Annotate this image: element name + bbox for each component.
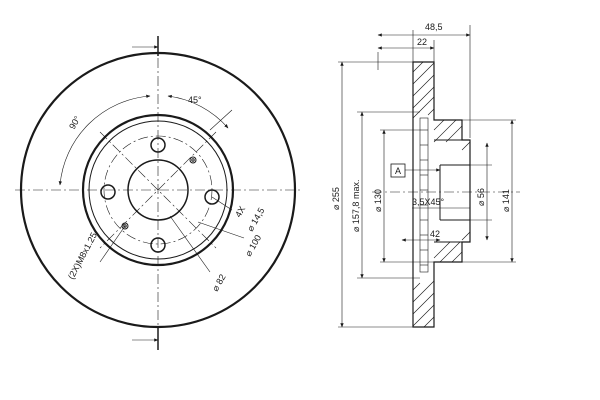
datum-label: A (395, 166, 401, 176)
bolt-hole-right (204, 189, 220, 205)
datum-box (390, 163, 406, 178)
thread-label: (2X)M8x1.25 (66, 231, 99, 281)
chamfer-label: 3,5X45° (412, 197, 445, 207)
dim-42-label: 42 (430, 229, 440, 239)
bolt-hole-top (150, 137, 166, 153)
center-bore-label: ⌀ 82 (210, 272, 228, 293)
dia-130-label: ⌀ 130 (373, 189, 383, 212)
vent-ribs (420, 129, 428, 266)
section-hatching (412, 61, 471, 328)
bolt-hole-bottom (150, 237, 166, 253)
dia-56-label: ⌀ 56 (476, 188, 486, 206)
section-view: 48,5 22 ⌀ 255 ⌀ 157,8 max. ⌀ 130 A 3,5X4… (331, 22, 520, 328)
bolt-hole-left (100, 184, 116, 200)
hole-count-label: 4X (233, 204, 247, 219)
max-dia-label: ⌀ 157,8 max. (351, 180, 361, 232)
front-view: 90° 45° (2X)M8x1.25 4X ⌀ 14,5 ⌀ 100 ⌀ 82 (15, 36, 300, 350)
hole-dia-label: ⌀ 14,5 (245, 206, 266, 233)
angle-45-label: 45° (188, 95, 202, 105)
bolt-circle-label: ⌀ 100 (243, 233, 263, 258)
thread-hole-a (189, 156, 197, 164)
total-width-label: 48,5 (425, 22, 443, 32)
thread-hole-b (121, 222, 129, 230)
angle-90-label: 90° (67, 114, 83, 131)
disc-dia-label: ⌀ 255 (331, 187, 341, 210)
dia-141-label: ⌀ 141 (501, 189, 511, 212)
hat-depth-label: 22 (417, 37, 427, 47)
